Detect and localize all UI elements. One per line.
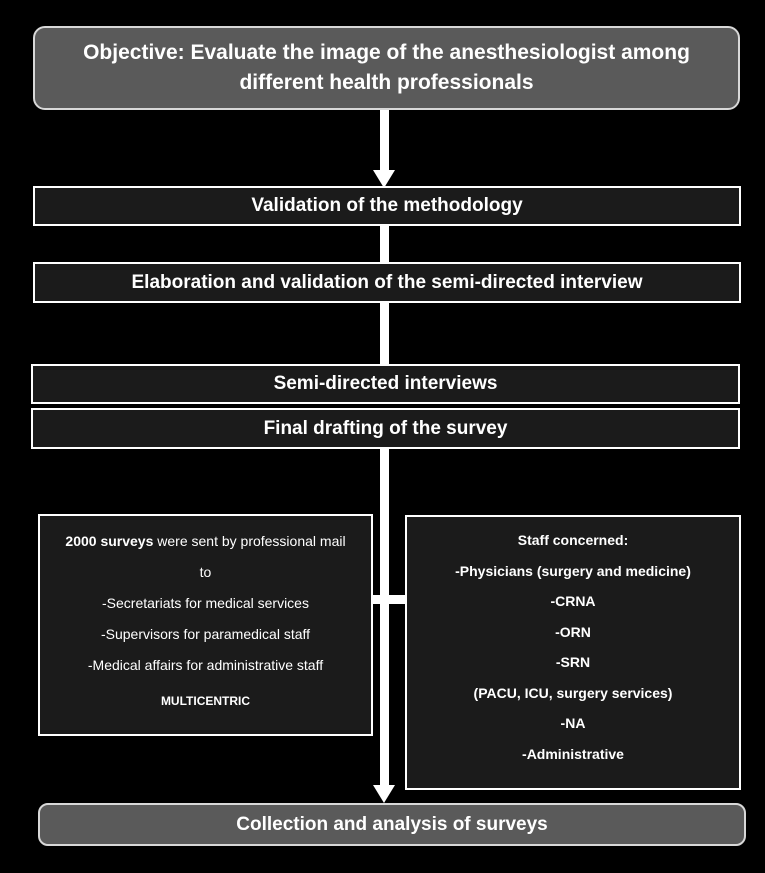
multicentric-label: MULTICENTRIC	[160, 694, 251, 708]
drafting-step-box: Final drafting of the survey	[31, 408, 740, 449]
elaboration-step-label: Elaboration and validation of the semi-d…	[131, 271, 643, 293]
connector-horizontal-branch	[372, 595, 408, 604]
staff-item-srn: -SRN	[555, 654, 591, 670]
staff-item-orn: -ORN	[555, 623, 591, 640]
elaboration-step-box: Elaboration and validation of the semi-d…	[33, 262, 741, 303]
arrowhead-to-collection	[373, 785, 395, 803]
connector-elaboration-to-interviews	[380, 301, 389, 366]
validation-step-box: Validation of the methodology	[33, 186, 741, 226]
surveys-recipient-3: -Medical affairs for administrative staf…	[87, 657, 324, 673]
collection-analysis-label: Collection and analysis of surveys	[236, 813, 548, 835]
staff-item-administrative: -Administrative	[522, 745, 624, 762]
objective-line-2: different health professionals	[239, 71, 534, 94]
connector-drafting-to-collection	[380, 448, 389, 786]
arrowhead-to-validation	[373, 170, 395, 188]
surveys-recipient-2: -Supervisors for paramedical staff	[100, 626, 311, 642]
connector-validation-to-elaboration	[380, 224, 389, 264]
validation-step-label: Validation of the methodology	[251, 195, 523, 216]
staff-item-na: -NA	[560, 715, 586, 731]
surveys-sent-panel: 2000 surveys were sent by professional m…	[38, 514, 373, 736]
surveys-recipient-1: -Secretariats for medical services	[102, 595, 309, 611]
surveys-count-bold: 2000 surveys	[65, 533, 154, 549]
staff-item-srn-services: (PACU, ICU, surgery services)	[473, 684, 673, 701]
objective-box: Objective: Evaluate the image of the ane…	[33, 26, 740, 110]
staff-title: Staff concerned:	[517, 532, 629, 548]
staff-item-physicians: -Physicians (surgery and medicine)	[455, 562, 691, 579]
staff-item-crna: -CRNA	[550, 593, 596, 609]
surveys-to-line: to	[199, 564, 212, 580]
surveys-count-line: 2000 surveys were sent by professional m…	[40, 526, 371, 557]
connector-objective-to-validation	[380, 108, 389, 176]
surveys-count-rest: were sent by professional mail	[153, 533, 346, 549]
staff-concerned-panel: Staff concerned: -Physicians (surgery an…	[405, 515, 741, 790]
collection-analysis-box: Collection and analysis of surveys	[38, 803, 746, 846]
drafting-step-label: Final drafting of the survey	[263, 417, 508, 439]
objective-line-1: Objective: Evaluate the image of the ane…	[83, 41, 690, 64]
interviews-step-box: Semi-directed interviews	[31, 364, 740, 404]
interviews-step-label: Semi-directed interviews	[273, 373, 498, 394]
